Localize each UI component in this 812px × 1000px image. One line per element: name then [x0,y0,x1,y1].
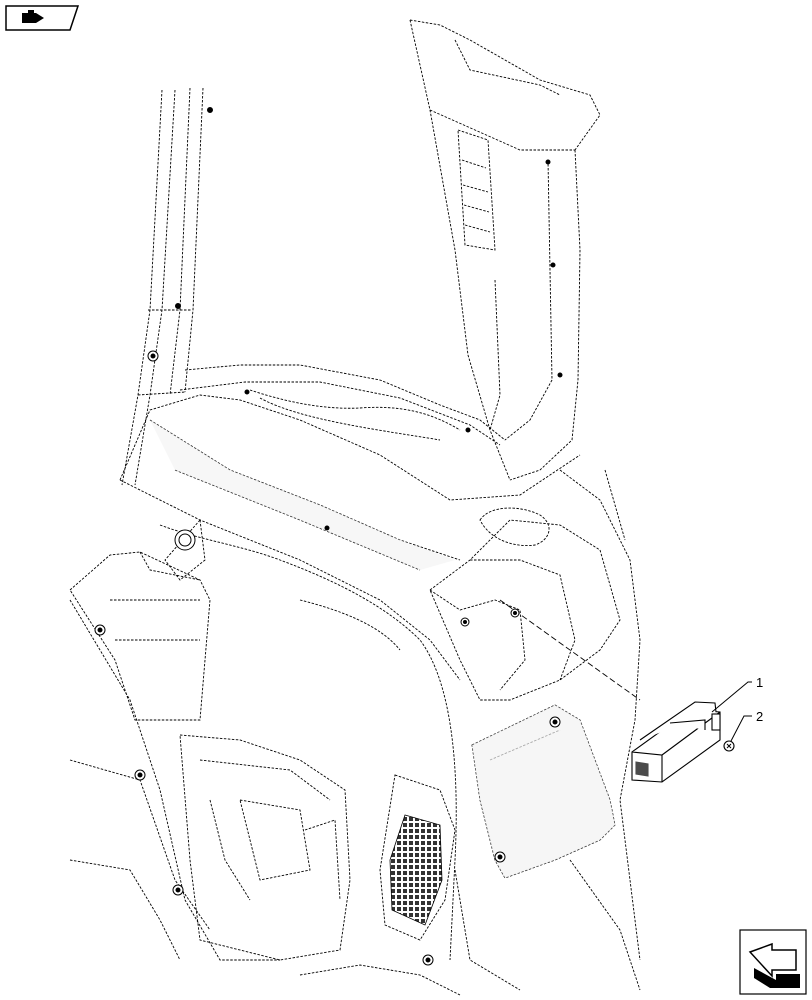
callout-label-2: 2 [756,709,763,724]
speaker-grille [379,774,456,941]
module-box-part [631,701,721,783]
shaded-surfaces [150,420,615,878]
next-page-arrow-icon[interactable] [739,929,807,995]
callout-label-1: 1 [756,675,763,690]
fasteners [94,107,563,966]
screw-part [723,740,735,752]
callout-leaders [711,681,752,742]
previous-page-arrow-icon[interactable] [5,5,80,31]
